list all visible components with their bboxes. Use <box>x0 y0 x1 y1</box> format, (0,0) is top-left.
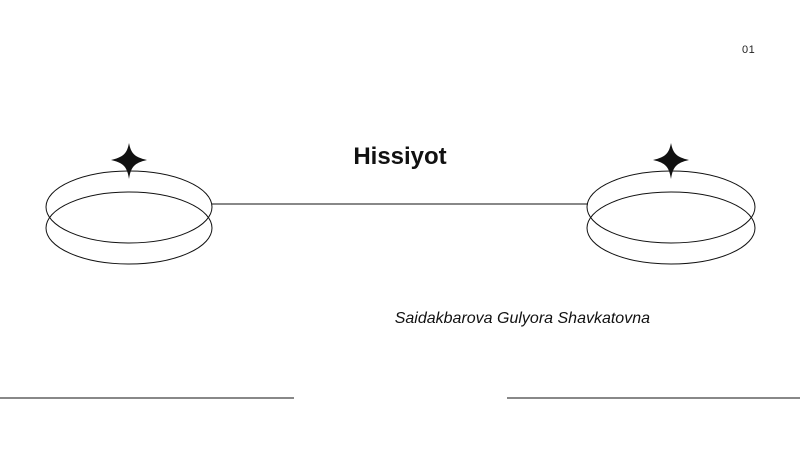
left-ring <box>45 170 213 265</box>
slide-title: Hissiyot <box>353 143 447 170</box>
left-star-icon <box>111 143 147 179</box>
right-ring <box>586 170 756 265</box>
right-star-icon <box>653 143 689 179</box>
author-name: Saidakbarova Gulyora Shavkatovna <box>394 310 650 327</box>
page-number: 01 <box>742 44 756 56</box>
